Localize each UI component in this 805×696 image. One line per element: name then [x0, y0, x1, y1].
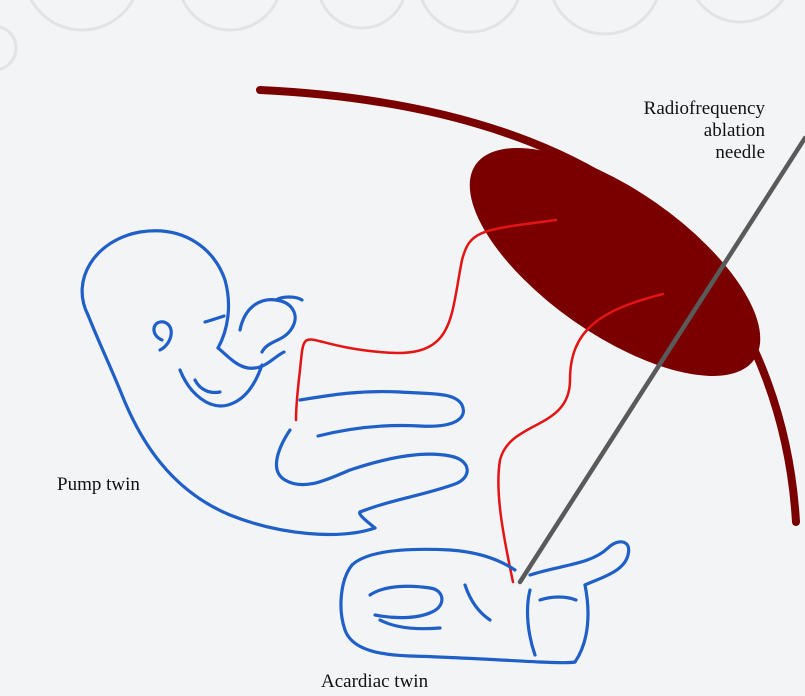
- acardiac-twin-mass: [341, 542, 629, 663]
- acardiac-twin-label: Acardiac twin: [321, 671, 428, 693]
- needle-label-line-3: needle: [644, 142, 765, 164]
- pump-twin-label: Pump twin: [57, 474, 140, 496]
- needle-label-line-1: Radiofrequency: [644, 98, 765, 120]
- needle-label-line-2: ablation: [644, 120, 765, 142]
- needle-label: Radiofrequency ablation needle: [644, 98, 765, 164]
- watermark-rings: [0, 0, 792, 70]
